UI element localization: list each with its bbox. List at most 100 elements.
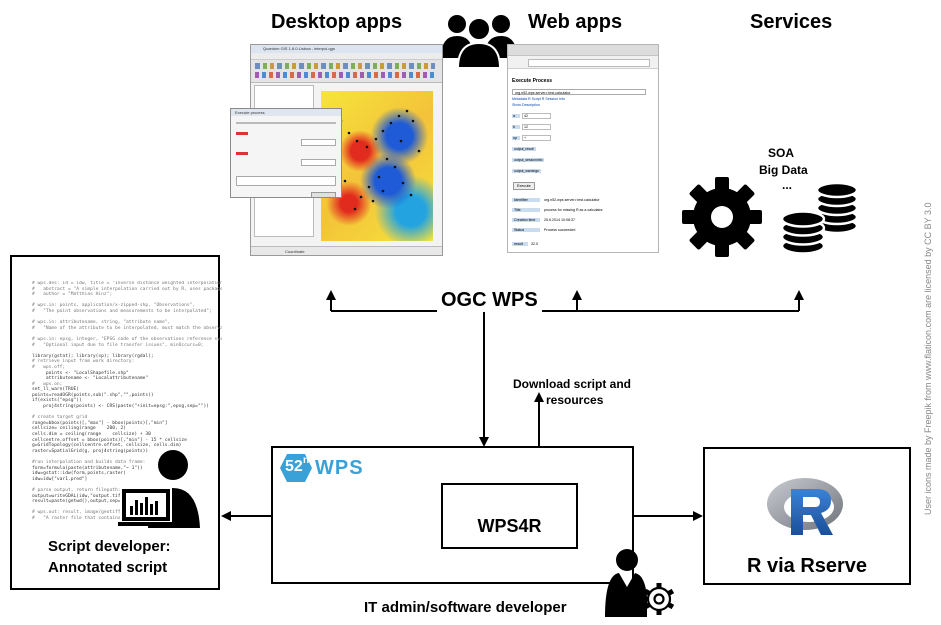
code-line: proj4string(points) <- CRS(paste("+init=… [32,404,210,410]
browser-addressbar [508,56,658,69]
script-developer-box: # wps.des: id = idw, title = "Inverse di… [10,255,222,590]
code-line: # wps.in: attributename, string, "attrib… [32,320,171,326]
web-outputs-list: output_result output_sessionInfo output_wa… [512,147,572,180]
code-line: cellcentre.offset = bbox(points)[,"min"]… [32,437,187,443]
web-input-field[interactable]: 12 [522,123,551,130]
code-line: # wps.on; [32,381,63,387]
desktop-window-title: Quantum GIS 1.8.0-Lisboa - interpol.qgs [251,45,442,53]
web-output-label: output_sessionInfo [512,158,545,162]
download-label-line2: resources [546,393,604,407]
web-process-select[interactable]: org.n52.wps.server.r.test.calculator [512,89,646,95]
web-output-label: output_warnings [512,169,541,173]
people-group-icon [441,15,517,69]
annotated-script-code: # wps.des: id = idw, title = "Inverse di… [32,281,222,522]
code-line: raster=SpatialGrid(g, proj4string(points… [32,448,149,454]
web-result-value: 25.6.2014 10:08:37 [544,218,575,222]
wps4r-box: WPS4R [441,483,578,549]
attribution-text: User icons made by Freepik from www.flat… [923,202,933,515]
it-admin-label: IT admin/software developer [364,599,567,616]
logo-n: n [303,455,310,466]
developer-at-screen-icon [118,450,200,528]
dialog-title: Execute process [231,109,341,116]
code-line: library(gstat); library(sp); library(rgd… [32,353,154,359]
web-result-key: Status [512,228,540,232]
web-execute-button[interactable]: Execute [513,182,535,190]
code-line: # author = "Matthias Hinz"; [32,292,113,298]
code-line: range=bbox(points)[,"max"] - bbox(points… [32,420,168,426]
r-box-label: R via Rserve [746,555,868,577]
code-line: # wps.des: id = idw, title = "Inverse di… [32,281,222,286]
code-line: # parse output, return filepath: [32,487,121,493]
services-ellipsis-label: ... [782,178,793,192]
web-show-description[interactable]: Show Description [512,103,540,107]
code-line: # "Name of the attribute to be interpola… [32,325,222,331]
web-output-item[interactable]: output_result [512,147,572,154]
r-logo-icon [767,478,843,535]
web-output-label: output_result [512,147,536,151]
code-line: idw=idw["var1.pred"] [32,476,88,482]
web-result-output-key: result [512,242,528,246]
logo-52: 52 [285,458,303,475]
r-rserve-box: R via Rserve [703,447,911,585]
web-result-key: Creation time [512,218,540,222]
code-line: points <- "LocalShapefile.shp" [32,370,129,376]
code-line: g=GridTopology(cellcentre.offset, cellsi… [32,443,182,449]
logo-wps: WPS [315,457,364,479]
web-result-value: process for missing R as a calculator [544,208,603,212]
web-input-field[interactable]: 42 [522,112,551,119]
web-results-table: Identifier org.n52.wps.server.r.test.calc… [512,195,650,249]
code-line: cells.dim = ceiling(range cellsize) + 30 [32,432,151,438]
download-label-line1: Download script and [513,377,632,391]
desktop-toolbar [251,60,442,83]
wps4r-label: WPS4R [477,516,542,536]
gear-icon [682,177,762,257]
script-box-label-line2: Annotated script [48,559,168,576]
code-line: cellsize= ceiling(range 200, 2) [32,426,127,432]
web-result-row: Creation time 25.6.2014 10:08:37 [512,215,650,225]
code-line: form=formula(paste(attributename,"~ 1")) [32,465,143,471]
web-output-item[interactable]: output_sessionInfo [512,158,572,165]
web-meta-line[interactable]: Metadata R Script R Session Info [512,97,566,101]
code-line: # wps.in: epsg, integer, "EPSG code of t… [32,336,222,342]
icon-attribution: User icons made by Freepik from www.flat… [918,120,940,520]
heading-web-apps: Web apps [528,11,623,33]
admin-with-gear-icon [605,549,675,617]
code-line: #run interpolation and builds data frame… [32,460,146,465]
web-input-label: a [512,113,520,118]
code-line: points=readOGR(points,sub(".shp","",poin… [32,392,154,398]
web-result-value: Process succeeded [544,228,576,232]
ogc-wps-label: OGC WPS [437,289,542,312]
code-line: # wps.in: points, application/x-zipped-s… [32,303,196,309]
code-line: # wps.off; [32,364,66,370]
desktop-statusbar: Coordinate [251,246,442,255]
heading-services: Services [750,11,833,33]
script-box-label-line1: Script developer: [48,538,171,555]
code-line: # "The point observations and measuremen… [32,308,212,314]
web-input-field[interactable]: + [522,134,551,141]
web-result-value: org.n52.wps.server.r.test.calculator [544,198,600,202]
code-line: # abstract = "A simple interpolation car… [32,286,222,292]
database-icon [780,181,859,255]
desktop-menubar [251,53,442,60]
services-bigdata-label: Big Data [759,163,808,177]
desktop-execute-dialog: Execute process [230,108,342,198]
code-line: set_ll_warn(TRUE) [32,387,80,393]
web-result-row: Status Process succeeded [512,225,650,235]
code-line: attributename <- "Localattributename" [32,376,149,382]
code-line: idw=gstat::idw(form,points,raster) [32,471,127,477]
code-line: # create target grid [32,415,88,421]
code-line: if(exists("epsg")) [32,398,82,404]
web-result-output-value: 32.0 [531,242,538,246]
code-line: # "Optional input due to file transfer i… [32,342,204,348]
web-panel-title: Execute Process [512,78,553,84]
web-input-label: op [512,135,520,140]
web-result-key: Identifier [512,198,540,202]
52n-wps-logo: 52 n WPS [279,453,379,483]
code-line: result=paste(getwd(),output,sep="/") [32,499,132,505]
web-output-item[interactable]: output_warnings [512,169,572,176]
